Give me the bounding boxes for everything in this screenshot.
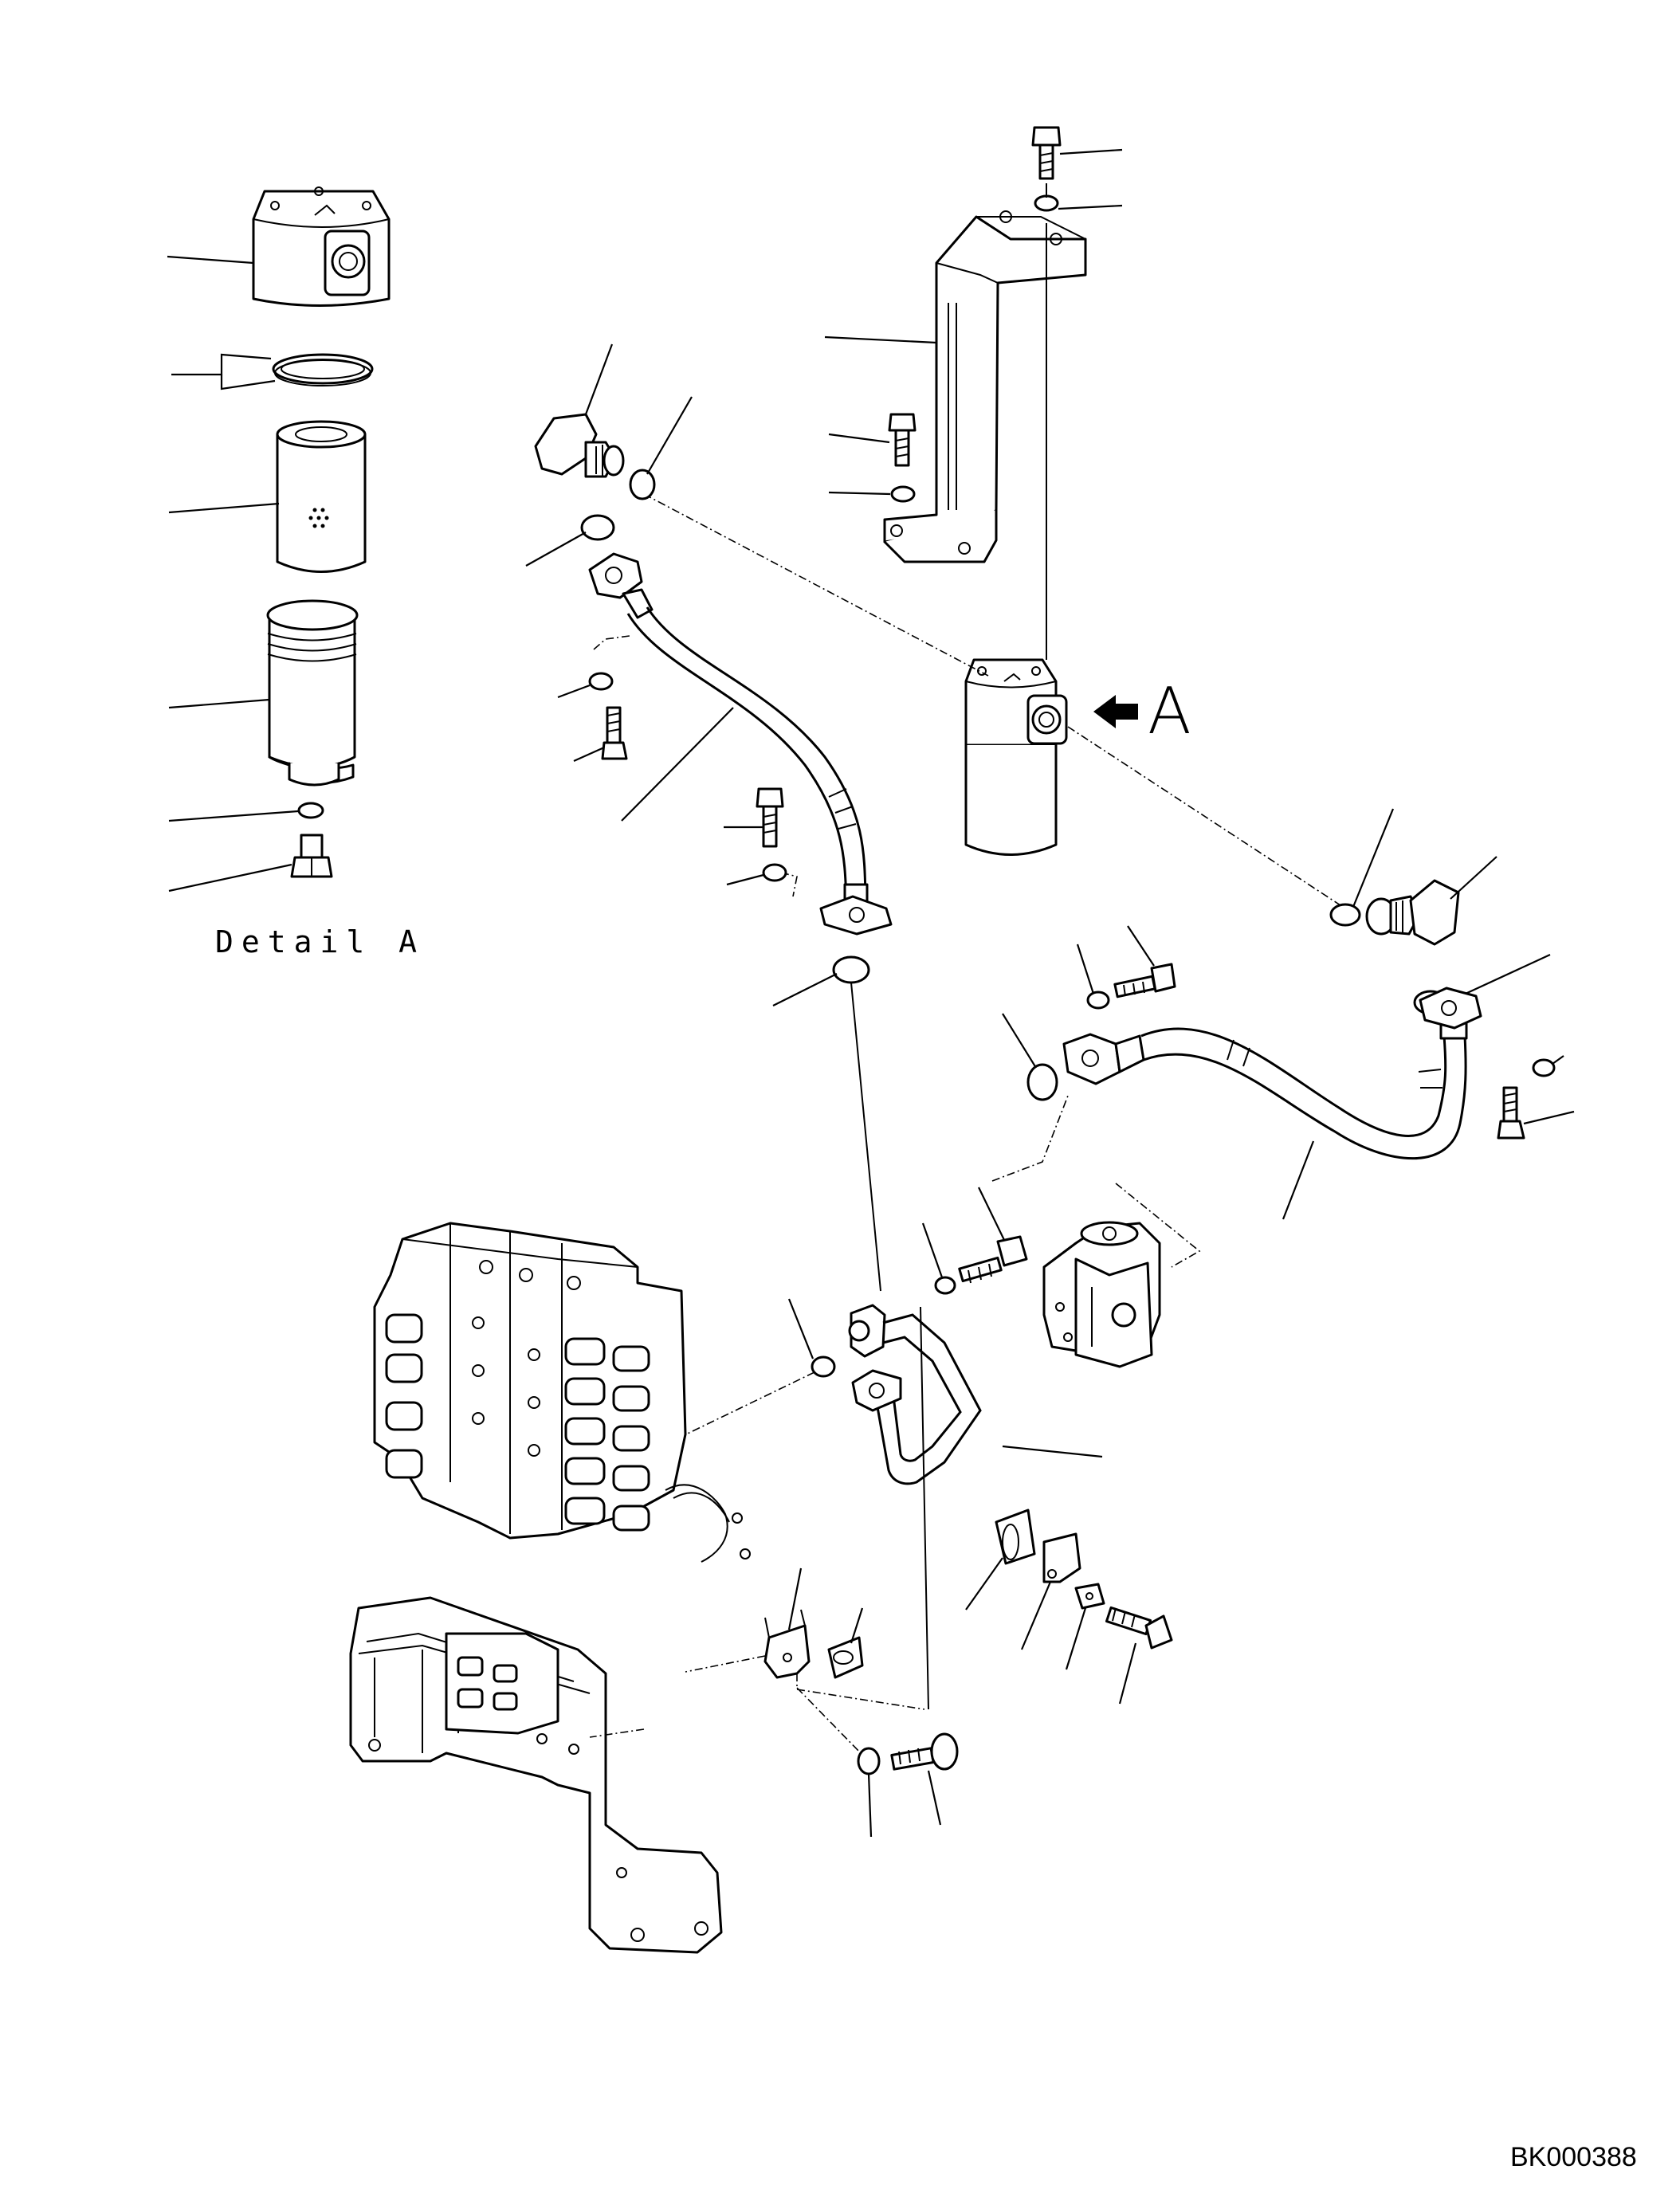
washer (857, 1747, 881, 1775)
washer (762, 863, 787, 882)
o-ring-large (272, 353, 374, 386)
washer (890, 485, 916, 503)
o-ring-small (1026, 1063, 1058, 1101)
clamp (1074, 1583, 1105, 1610)
pump (1042, 1221, 1161, 1368)
washer (1086, 991, 1110, 1010)
washer (1532, 1058, 1556, 1077)
elbow-fitting (1365, 879, 1460, 946)
bolt (1113, 963, 1176, 998)
bolt (756, 787, 784, 848)
bolt (601, 706, 628, 760)
clamp (827, 1636, 864, 1679)
o-ring-small (629, 469, 656, 500)
detail-a-group: Detail A (167, 186, 425, 959)
bolt (958, 1235, 1028, 1284)
control-valve (349, 1222, 751, 1954)
filter-element (276, 420, 367, 573)
o-ring-small (580, 514, 615, 541)
bolt (1031, 126, 1062, 180)
mounting-bracket (883, 210, 1087, 563)
bolt (1497, 1086, 1525, 1140)
hose (588, 552, 893, 936)
drain-plug (290, 834, 333, 878)
clamp (995, 1508, 1036, 1565)
bolt (1105, 1606, 1173, 1650)
elbow-fitting (534, 413, 625, 478)
line-filter-assembly (964, 658, 1068, 856)
bolt (890, 1732, 959, 1771)
washer (1034, 194, 1059, 212)
view-direction-arrow-icon (1093, 695, 1138, 728)
drawing-code: BK000388 (1510, 2142, 1637, 2172)
hose (1062, 987, 1482, 1160)
detail-label: Detail A (215, 924, 425, 959)
washer (934, 1276, 956, 1295)
clamp (763, 1609, 811, 1679)
tube (848, 1304, 982, 1485)
o-ring-small (297, 802, 324, 819)
filter-case (266, 599, 359, 787)
o-ring-small (811, 1355, 836, 1378)
view-letter: A (1148, 674, 1191, 748)
o-ring-small (832, 955, 870, 984)
bolt (888, 413, 917, 467)
clamp (1042, 1532, 1081, 1583)
o-ring-small (1329, 903, 1361, 927)
filter-head (252, 186, 391, 307)
washer (588, 672, 614, 691)
